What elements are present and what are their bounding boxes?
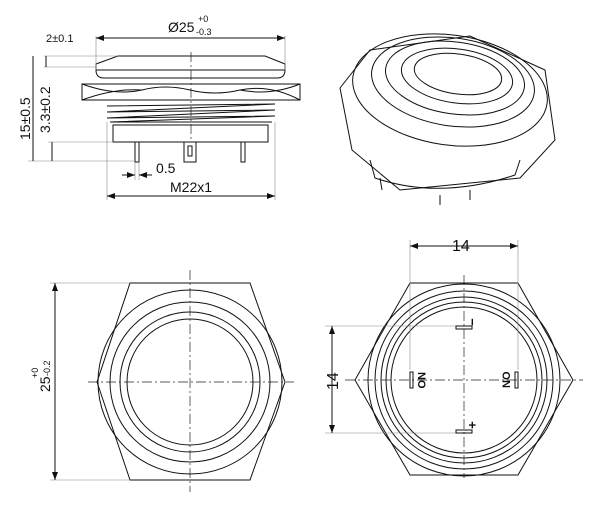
diameter-label: Ø25 bbox=[168, 19, 195, 35]
diameter-tol-lower: -0.3 bbox=[196, 27, 212, 37]
vertical-spacing-label: 14 bbox=[325, 372, 342, 390]
front-tol-lower: -0.2 bbox=[42, 360, 52, 376]
rear-view: 14 14 NO NO − + bbox=[325, 238, 583, 478]
thread-label: M22x1 bbox=[170, 179, 212, 195]
horizontal-spacing-label: 14 bbox=[452, 238, 470, 255]
pin-length-label: 3.3±0.2 bbox=[37, 86, 53, 133]
terminal-no-right: NO bbox=[501, 371, 513, 388]
pin-width-label: 0.5 bbox=[156, 160, 176, 176]
front-diameter-label: 25 bbox=[37, 376, 53, 392]
isometric-view bbox=[339, 33, 556, 205]
front-tol-upper: +0 bbox=[30, 368, 40, 378]
front-view: 25 +0 -0.2 bbox=[30, 270, 294, 492]
side-view: Ø25 +0 -0.3 2±0.1 15±0.5 3.3±0.2 0.5 M22… bbox=[17, 14, 301, 200]
terminal-no-left: NO bbox=[415, 372, 427, 389]
total-height-label: 15±0.5 bbox=[17, 97, 33, 140]
diameter-tol-upper: +0 bbox=[198, 14, 208, 24]
terminal-minus: − bbox=[465, 318, 480, 326]
cap-height-label: 2±0.1 bbox=[46, 33, 73, 45]
terminal-plus: + bbox=[465, 421, 480, 429]
